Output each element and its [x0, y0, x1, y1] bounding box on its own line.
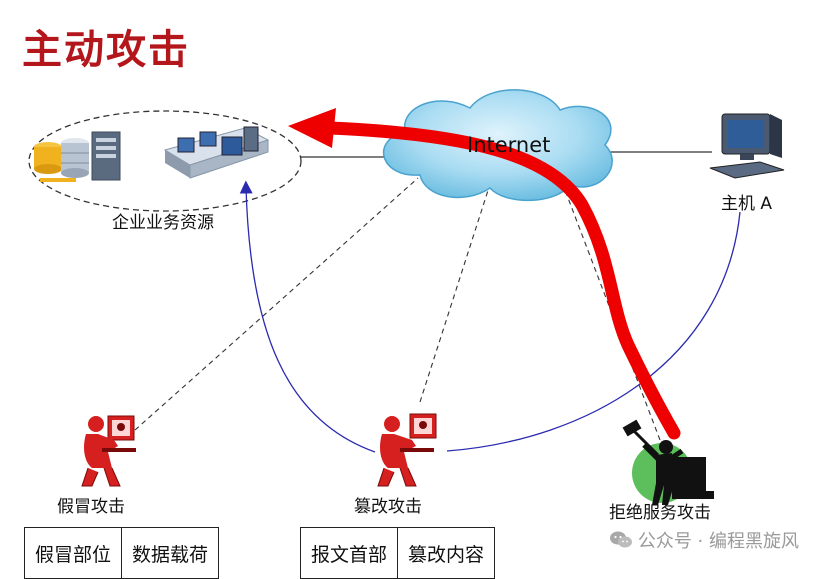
host-a-label: 主机 A [721, 194, 773, 214]
dos-attack-arrow [288, 108, 681, 440]
tampering-attack-label: 篡改攻击 [354, 497, 422, 517]
database-servers-icon [34, 131, 121, 182]
dos-attack-label: 拒绝服务攻击 [609, 503, 711, 523]
wechat-icon [609, 531, 632, 548]
workstation-cluster-icon [163, 126, 270, 179]
dashed-link-spoofing [134, 177, 419, 431]
watermark: 公众号 · 编程黑旋风 [609, 527, 799, 553]
computer-icon [709, 113, 785, 179]
tampering-packet-table: 报文首部 篡改内容 [299, 527, 496, 579]
enterprise-resources-label: 企业业务资源 [112, 213, 214, 233]
tampered-content-cell: 篡改内容 [397, 527, 496, 579]
dashed-link-tampering [419, 177, 493, 403]
spoofing-attack-label: 假冒攻击 [57, 497, 125, 517]
tamper-path-from-host [446, 211, 741, 452]
payload-cell: 数据载荷 [121, 527, 220, 579]
tamper-path-to-enterprise [239, 180, 376, 453]
internet-label: Internet [467, 133, 551, 157]
enterprise-boundary [28, 110, 302, 212]
page-title: 主动攻击 [22, 27, 190, 73]
header-cell: 报文首部 [299, 527, 399, 579]
spoofing-attacker-icon [81, 415, 136, 487]
tampering-attacker-icon [377, 413, 437, 487]
watermark-text: 公众号 · 编程黑旋风 [637, 531, 799, 552]
dos-attacker-icon [622, 419, 714, 505]
spoofing-packet-table: 假冒部位 数据载荷 [23, 527, 220, 579]
spoofed-field-cell: 假冒部位 [23, 527, 123, 579]
